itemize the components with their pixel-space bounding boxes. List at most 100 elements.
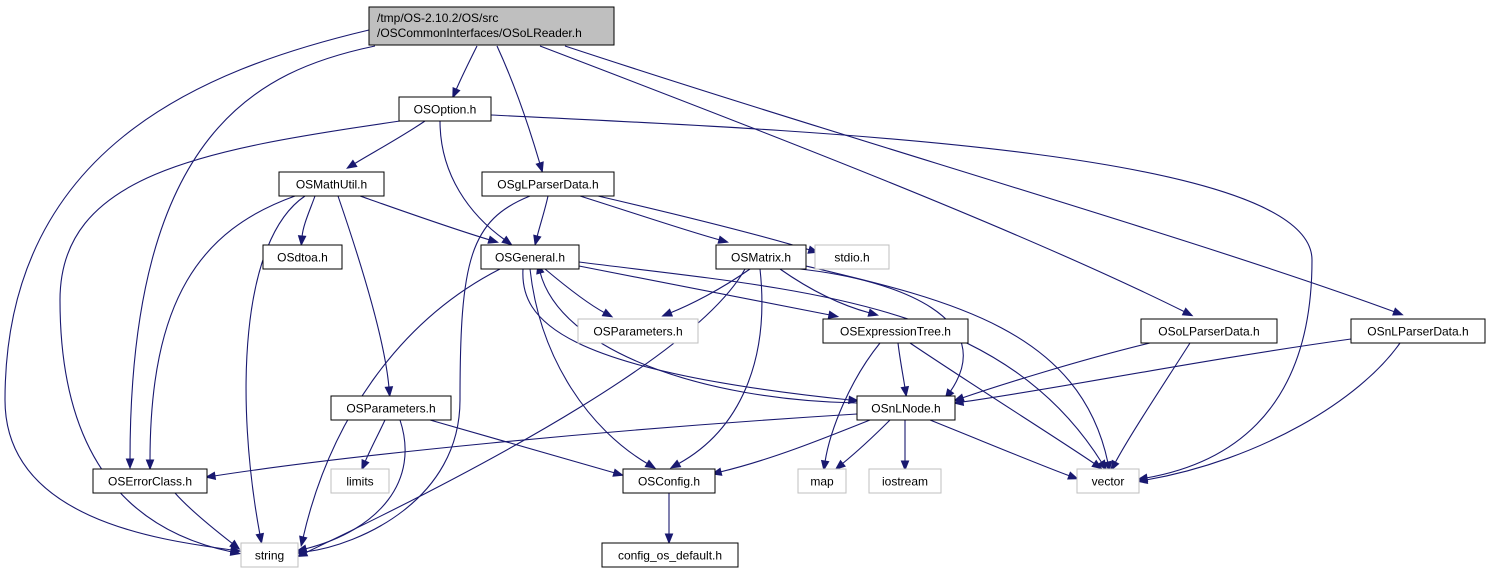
edge-line <box>301 195 316 238</box>
node-stdio: stdio.h <box>814 244 890 270</box>
arrowhead-icon <box>229 547 242 556</box>
edge-line <box>337 195 390 389</box>
arrowhead-icon <box>1067 471 1079 480</box>
node-osnlparserdata[interactable]: OSnLParserData.h <box>1350 318 1486 344</box>
arrowhead-icon <box>533 234 542 247</box>
arrowhead-icon <box>346 159 358 169</box>
arrowhead-icon <box>297 235 307 247</box>
node-label: OSGeneral.h <box>495 251 565 265</box>
node-osmathutil[interactable]: OSMathUtil.h <box>278 171 385 197</box>
node-label: OSdtoa.h <box>277 251 328 265</box>
node-label: /OSCommonInterfaces/OSoLReader.h <box>377 26 582 40</box>
node-osexpressiontree[interactable]: OSExpressionTree.h <box>822 318 969 344</box>
edge-osmathutil-to-string <box>245 195 306 545</box>
node-box <box>330 395 452 421</box>
node-box <box>262 244 343 270</box>
node-label: stdio.h <box>834 251 869 265</box>
edge-line <box>539 45 1186 313</box>
node-box <box>856 395 956 421</box>
arrowhead-icon <box>1392 307 1404 316</box>
edge-line <box>129 45 376 461</box>
edge-root-to-osoption <box>452 45 478 99</box>
node-label: OSgLParserData.h <box>497 178 598 192</box>
edge-line <box>304 268 746 554</box>
edge-line <box>779 268 871 314</box>
node-label: OSParameters.h <box>346 402 435 416</box>
node-label: /tmp/OS-2.10.2/OS/src <box>377 11 498 25</box>
node-label: OSConfig.h <box>638 475 700 489</box>
edge-osgeneral-to-vector <box>578 261 1107 471</box>
edge-line <box>429 419 616 474</box>
arrowhead-icon <box>834 459 846 470</box>
edge-line <box>174 492 234 545</box>
edge-line <box>805 265 1109 464</box>
node-iostream: iostream <box>868 468 942 494</box>
edge-line <box>149 195 296 462</box>
arrowhead-icon <box>867 308 880 317</box>
edge-line <box>961 338 1352 403</box>
node-config-os-default[interactable]: config_os_default.h <box>601 542 739 568</box>
node-map: map <box>797 468 847 494</box>
node-osoption[interactable]: OSOption.h <box>398 96 492 122</box>
node-osnlnode[interactable]: OSnLNode.h <box>856 395 956 421</box>
edge-line <box>4 29 370 551</box>
edge-line <box>439 120 506 241</box>
edge-osmathutil-to-oserrorclass <box>145 195 296 471</box>
node-layer: /tmp/OS-2.10.2/OS/src/OSCommonInterfaces… <box>92 6 1486 568</box>
edge-line <box>1145 342 1401 481</box>
edge-osmatrix-to-osconfig <box>669 268 763 469</box>
arrowhead-icon <box>1091 459 1103 470</box>
node-string: string <box>240 542 299 568</box>
node-box <box>480 244 580 270</box>
edge-line <box>490 114 1313 479</box>
node-label: OSnLNode.h <box>871 402 940 416</box>
edge-root-to-osnlparserdata <box>564 45 1404 316</box>
edge-line <box>909 342 1096 465</box>
node-osglparserdata[interactable]: OSgLParserData.h <box>481 171 615 197</box>
node-osdtoa[interactable]: OSdtoa.h <box>262 244 343 270</box>
edge-osmatrix-to-osparameters_ext <box>661 268 751 317</box>
arrowhead-icon <box>952 397 965 407</box>
arrowhead-icon <box>612 468 625 477</box>
node-box <box>398 96 492 122</box>
edge-line <box>961 342 1151 399</box>
edge-osnlnode-to-iostream <box>900 420 910 472</box>
edge-line <box>799 268 964 393</box>
arrowhead-icon <box>295 544 308 553</box>
edge-line <box>841 419 891 465</box>
node-box <box>601 542 739 568</box>
arrowhead-icon <box>1181 307 1194 317</box>
node-box <box>1076 468 1140 494</box>
edge-line <box>929 419 1071 477</box>
edge-osoption-to-osgeneral <box>439 120 513 246</box>
arrowhead-icon <box>644 459 657 469</box>
node-box <box>368 6 615 46</box>
arrowhead-icon <box>452 86 461 99</box>
node-osmatrix[interactable]: OSMatrix.h <box>715 244 807 270</box>
edge-line <box>353 120 426 165</box>
edge-osglparserdata-to-osmatrix <box>579 195 730 244</box>
arrowhead-icon <box>361 458 370 471</box>
node-box <box>481 171 615 197</box>
edge-line <box>677 268 763 465</box>
node-osparameters[interactable]: OSParameters.h <box>330 395 452 421</box>
node-box <box>278 171 385 197</box>
node-root[interactable]: /tmp/OS-2.10.2/OS/src/OSCommonInterfaces… <box>368 6 615 46</box>
edge-osnlparserdata-to-vector <box>1136 342 1401 485</box>
node-box <box>814 244 890 270</box>
node-box <box>1140 318 1278 344</box>
arrowhead-icon <box>501 235 513 246</box>
node-box <box>1350 318 1486 344</box>
node-osconfig[interactable]: OSConfig.h <box>622 468 716 494</box>
node-osgeneral[interactable]: OSGeneral.h <box>480 244 580 270</box>
node-label: iostream <box>882 475 928 489</box>
edge-root-to-osglparserdata <box>496 45 544 173</box>
edge-osgeneral-to-osconfig <box>529 268 657 469</box>
edge-osolparserdata-to-vector <box>1110 342 1191 472</box>
node-oserrorclass[interactable]: OSErrorClass.h <box>92 468 208 494</box>
edge-osnlnode-to-osconfig <box>710 419 871 476</box>
arrowhead-icon <box>661 308 674 317</box>
node-box <box>92 468 208 494</box>
node-osolparserdata[interactable]: OSoLParserData.h <box>1140 318 1278 344</box>
